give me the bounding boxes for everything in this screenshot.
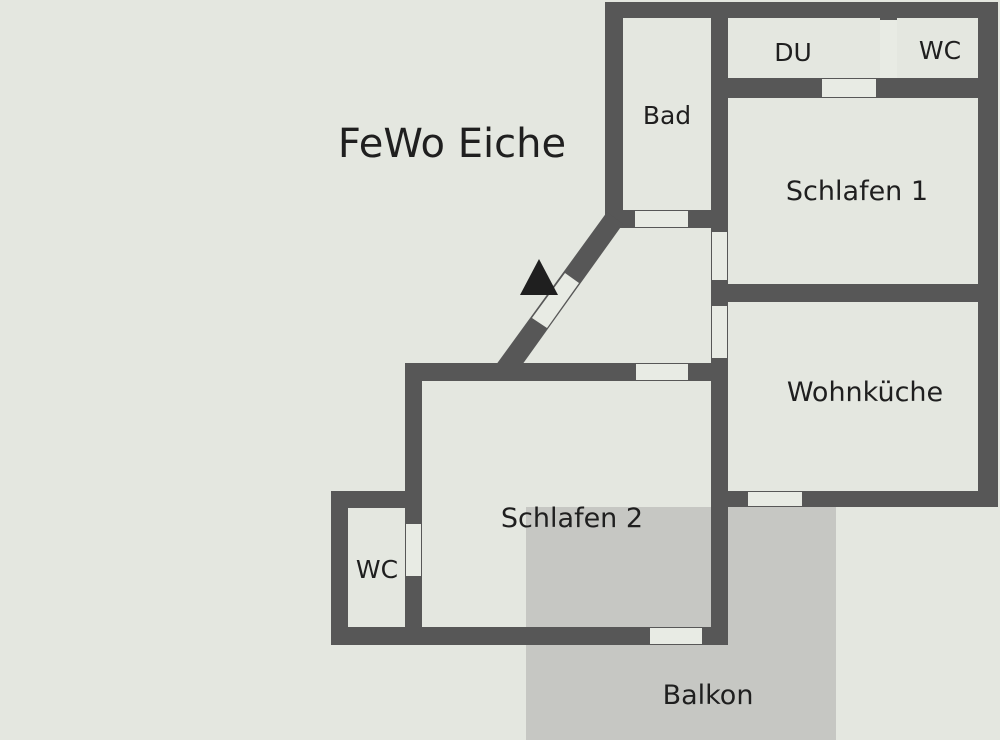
wall-schlafen1-bottom [711,284,998,302]
door-schlafen1 [712,232,727,280]
door-balcony-left [650,628,702,644]
door-wc-left [406,524,421,576]
room-label-wohnkueche: Wohnküche [787,377,943,408]
door-schlafen2 [636,364,688,380]
plan-title: FeWo Eiche [338,121,566,167]
door-entrance [532,273,579,328]
door-balcony-right [748,492,802,506]
door-bad [635,211,688,227]
wall-wc-top [331,491,422,508]
room-label-wc-top: WC [919,36,961,65]
wall-left-bad [605,2,623,228]
wall-bottom [331,627,728,645]
door-du [822,79,876,97]
room-label-schlafen-2: Schlafen 2 [501,503,643,534]
entrance-arrow-icon [520,259,558,295]
wall-right [978,2,998,507]
room-label-wc-left: WC [356,555,398,584]
wall-wc-left [331,491,348,645]
room-label-schlafen-1: Schlafen 1 [786,176,928,207]
room-label-du: DU [774,38,812,67]
wall-schlafen2-right [711,363,728,645]
wall-bad-right [711,2,728,228]
room-label-balkon: Balkon [663,680,754,711]
door-wohnkueche [712,306,727,358]
room-label-bad: Bad [643,101,691,130]
wall-top [605,2,998,18]
door-openings [406,20,897,644]
balcony-area [526,507,836,740]
door-du-wc [880,20,897,78]
